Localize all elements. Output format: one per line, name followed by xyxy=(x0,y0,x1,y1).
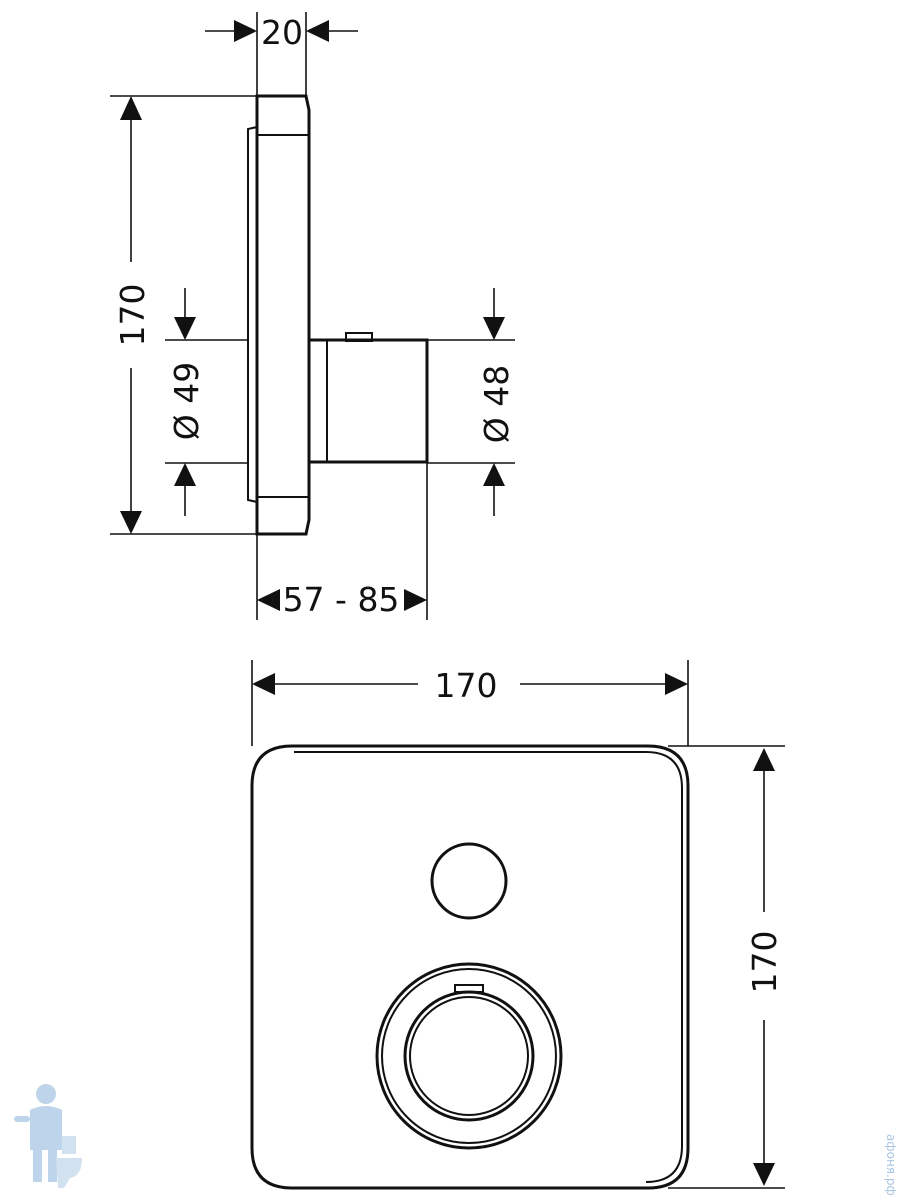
depth-dimension-label: 20 xyxy=(261,13,303,52)
arrow xyxy=(257,589,280,611)
side-wall-flange xyxy=(247,126,258,503)
side-height-dimension-label: 170 xyxy=(113,284,152,347)
arrow xyxy=(483,317,505,340)
front-height-dimension-label: 170 xyxy=(745,931,784,994)
side-view: 20 170 Ø 49 Ø 48 57 - 85 xyxy=(110,12,516,620)
arrow xyxy=(120,96,142,120)
knob-indicator xyxy=(454,984,484,993)
arrow xyxy=(174,317,196,340)
front-plate-outline xyxy=(250,744,690,1190)
arrow xyxy=(753,748,775,771)
left-diameter-label: Ø 49 xyxy=(167,362,206,440)
knob-outer-ring-inner xyxy=(381,968,557,1144)
arrow xyxy=(753,1163,775,1186)
arrow xyxy=(404,589,427,611)
arrow xyxy=(174,463,196,486)
right-diameter-label: Ø 48 xyxy=(477,365,516,443)
push-button xyxy=(430,842,508,920)
front-plate-inner-edge xyxy=(294,751,683,1183)
side-plate-outline xyxy=(255,94,311,536)
plumber-mascot-icon xyxy=(14,1084,82,1188)
arrow xyxy=(234,20,257,42)
projection-dimension-label: 57 - 85 xyxy=(283,580,400,619)
arrow xyxy=(306,20,329,42)
front-view: 170 170 xyxy=(250,660,785,1190)
knob-inner-ring-inner xyxy=(409,996,529,1116)
side-knob-indicator xyxy=(345,332,373,342)
arrow xyxy=(483,463,505,486)
arrow xyxy=(665,673,688,695)
knob-inner-ring xyxy=(403,990,535,1122)
arrow xyxy=(252,673,275,695)
arrow xyxy=(120,511,142,534)
front-width-dimension-label: 170 xyxy=(435,666,498,705)
knob-outer-ring xyxy=(375,962,563,1150)
watermark-text: афоня.рф xyxy=(884,1134,898,1196)
